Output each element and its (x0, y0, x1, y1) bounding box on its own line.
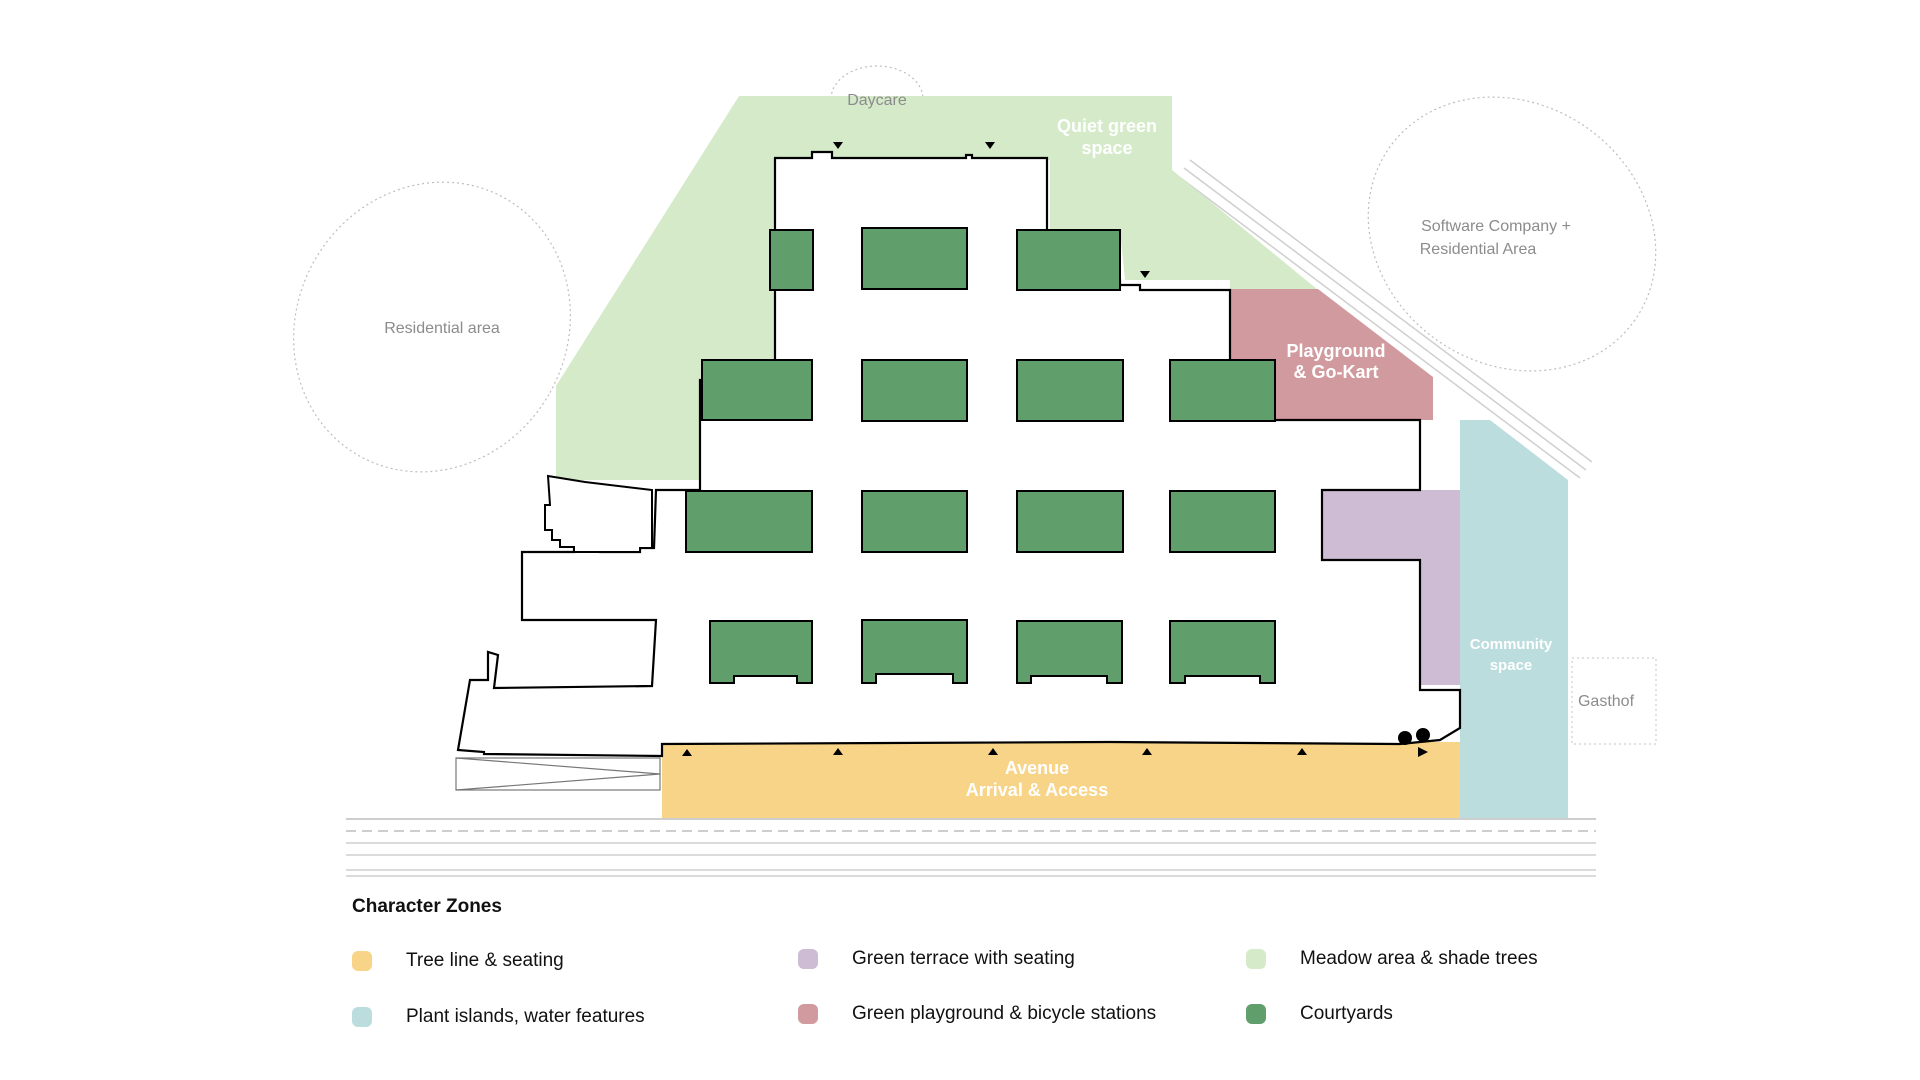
courtyard (1169, 490, 1276, 553)
courtyard (1169, 359, 1276, 422)
courtyard (861, 619, 968, 684)
legend-item-playground: Green playground & bicycle stations (798, 1003, 1156, 1025)
legend-label: Tree line & seating (406, 950, 564, 971)
courtyard (701, 359, 813, 421)
courtyard (1169, 620, 1276, 684)
playground-label: Playground (1286, 341, 1385, 361)
legend-item-meadow: Meadow area & shade trees (1246, 948, 1538, 970)
legend-swatch (352, 951, 372, 971)
quiet-green-label: Quiet green (1057, 116, 1157, 136)
courtyard (1016, 620, 1123, 684)
avenue-zone (662, 742, 1460, 818)
community-space-label-line2: space (1490, 657, 1533, 674)
road-lines (346, 818, 1596, 877)
playground-label-line2: & Go-Kart (1294, 362, 1379, 382)
legend-item-green-terrace: Green terrace with seating (798, 948, 1075, 970)
courtyard (861, 359, 968, 422)
cafe-label-line2: & lounge (1345, 652, 1409, 669)
legend-swatch (798, 949, 818, 969)
community-space-label: Community (1470, 636, 1553, 653)
legend-item-plant-islands: Plant islands, water features (352, 1006, 645, 1028)
courtyard (1016, 229, 1121, 291)
rail-lines (1177, 159, 1593, 479)
cafe-label: Café area (1343, 636, 1411, 653)
courtyard (861, 490, 968, 553)
courtyard (1016, 359, 1124, 422)
courtyards (685, 227, 1276, 684)
legend-label: Plant islands, water features (406, 1006, 645, 1027)
courtyard (1016, 490, 1124, 553)
legend-swatch (1246, 949, 1266, 969)
software-company-label-line2: Residential Area (1420, 241, 1537, 258)
gasthof-label: Gasthof (1578, 693, 1635, 710)
avenue-label-line2: Arrival & Access (966, 780, 1108, 800)
legend-swatch (1246, 1004, 1266, 1024)
entrance-markers (682, 142, 1428, 757)
software-company-label: Software Company + (1421, 218, 1571, 235)
courtyard (709, 620, 813, 684)
legend-item-tree-line: Tree line & seating (352, 950, 564, 972)
courtyard (769, 229, 814, 291)
annex-outline (544, 474, 653, 553)
legend-label: Courtyards (1300, 1003, 1393, 1024)
software-company-outline (1367, 96, 1657, 372)
gasthof-outline (1571, 657, 1657, 745)
legend-swatch (352, 1007, 372, 1027)
courtyard (685, 490, 813, 553)
legend-title: Character Zones (352, 896, 502, 917)
legend-label: Green terrace with seating (852, 948, 1075, 969)
quiet-green-label-line2: space (1081, 138, 1132, 158)
legend-item-courtyards: Courtyards (1246, 1003, 1393, 1025)
legend-label: Green playground & bicycle stations (852, 1003, 1157, 1024)
daycare-label: Daycare (847, 92, 907, 109)
avenue-label: Avenue (1005, 758, 1069, 778)
courtyard (861, 227, 968, 290)
community-space-zone (1460, 420, 1568, 818)
playground-zone (1230, 289, 1433, 420)
residential-area-outline (293, 181, 571, 473)
bollards (1398, 728, 1430, 745)
legend-label: Meadow area & shade trees (1300, 948, 1538, 969)
ramp (455, 757, 661, 791)
legend-swatch (798, 1004, 818, 1024)
residential-area-label: Residential area (384, 320, 500, 337)
